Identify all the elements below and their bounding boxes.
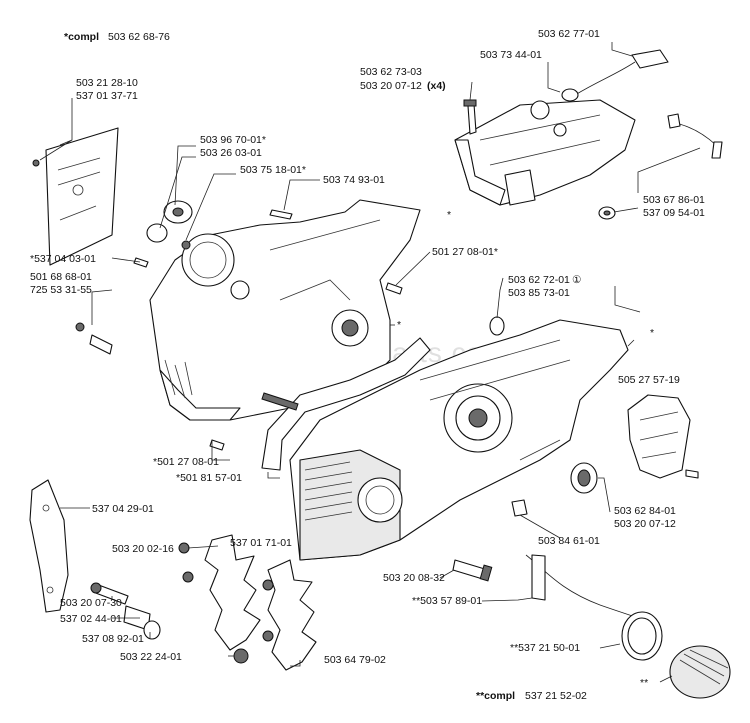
label-537-09-54-01: 537 09 54-01 (643, 207, 705, 219)
label-503-62-84-01: 503 62 84-01 (614, 505, 676, 517)
part-labels: *compl 503 62 68-76 503 21 28-10 537 01 … (30, 28, 705, 702)
label-503-62-77-01: 503 62 77-01 (538, 28, 600, 40)
label-circled-1: ① (572, 274, 582, 286)
crankcase-right-part (289, 319, 629, 561)
cable-connector-part (561, 49, 723, 159)
label-503-74-93-01: 503 74 93-01 (323, 174, 385, 186)
label-537-02-44-01: 537 02 44-01 (60, 613, 122, 625)
seal-ring-part (570, 462, 598, 494)
bush-part (489, 316, 505, 336)
bearing-parts (133, 200, 403, 295)
label-501-68-68-01: 501 68 68-01 (30, 271, 92, 283)
guide-bar-plate-part (29, 479, 69, 613)
label-503-20-02-16: 503 20 02-16 (112, 543, 174, 555)
label-501-27-08-01-star: 501 27 08-01* (432, 246, 498, 258)
label-503-67-86-01: 503 67 86-01 (643, 194, 705, 206)
label-501-81-57-01: *501 81 57-01 (176, 472, 242, 484)
gasket-part (209, 337, 431, 471)
label-537-04-03-01: *537 04 03-01 (30, 253, 96, 265)
guide-plate-part (32, 127, 119, 266)
o-ring-part (621, 611, 663, 661)
label-725-53-31-55: 725 53 31-55 (30, 284, 92, 296)
label-503-75-18-01: 503 75 18-01* (240, 164, 306, 176)
label-503-64-79-02: 503 64 79-02 (324, 654, 386, 666)
label-503-20-08-32: 503 20 08-32 (383, 572, 445, 584)
label-503-84-61-01: 503 84 61-01 (538, 535, 600, 547)
label-503-20-07-12-x4: 503 20 07-12 (360, 80, 422, 92)
nipple-part (511, 499, 528, 517)
label-501-27-08-01-b: *501 27 08-01 (153, 456, 219, 468)
cover-part (627, 394, 699, 479)
footer-compl-prefix: **compl (476, 690, 515, 702)
label-star-top: * (447, 209, 451, 221)
label-503-20-07-12: 503 20 07-12 (614, 518, 676, 530)
label-503-26-03-01: 503 26 03-01 (200, 147, 262, 159)
label-503-85-73-01: 503 85 73-01 (508, 287, 570, 299)
cap-part (669, 645, 731, 699)
label-503-62-72-01: 503 62 72-01 (508, 274, 570, 286)
bolt-part (452, 559, 493, 582)
label-503-20-07-30: 503 20 07-30 (60, 597, 122, 609)
label-503-57-89-01: **503 57 89-01 (412, 595, 482, 607)
header-compl-number: 503 62 68-76 (108, 31, 170, 43)
label-537-21-50-01: **537 21 50-01 (510, 642, 580, 654)
fuel-line-part (525, 554, 639, 619)
label-x4: (x4) (427, 80, 446, 92)
screw-part (463, 99, 477, 135)
label-503-21-28-10: 503 21 28-10 (76, 77, 138, 89)
label-503-96-70-01: 503 96 70-01* (200, 134, 266, 146)
label-503-62-73-03: 503 62 73-03 (360, 66, 422, 78)
label-double-star: ** (640, 677, 648, 689)
label-537-01-71-01: 537 01 71-01 (230, 537, 292, 549)
label-505-27-57-19: 505 27 57-19 (618, 374, 680, 386)
small-screw-part (75, 322, 113, 355)
tank-bracket-part (454, 99, 636, 206)
crankcase-left-part (149, 199, 421, 421)
leader-lines (39, 42, 701, 683)
label-star-mid-left: * (397, 319, 401, 331)
footer-compl-number: 537 21 52-02 (525, 690, 587, 702)
spike-bumper-part (204, 534, 317, 671)
label-503-73-44-01: 503 73 44-01 (480, 49, 542, 61)
fitting-part (598, 206, 616, 220)
label-503-22-24-01: 503 22 24-01 (120, 651, 182, 663)
label-537-01-37-71: 537 01 37-71 (76, 90, 138, 102)
label-star-mid-right: * (650, 327, 654, 339)
header-compl-prefix: *compl (64, 31, 99, 43)
label-537-04-29-01: 537 04 29-01 (92, 503, 154, 515)
label-537-08-92-01: 537 08 92-01 (82, 633, 144, 645)
